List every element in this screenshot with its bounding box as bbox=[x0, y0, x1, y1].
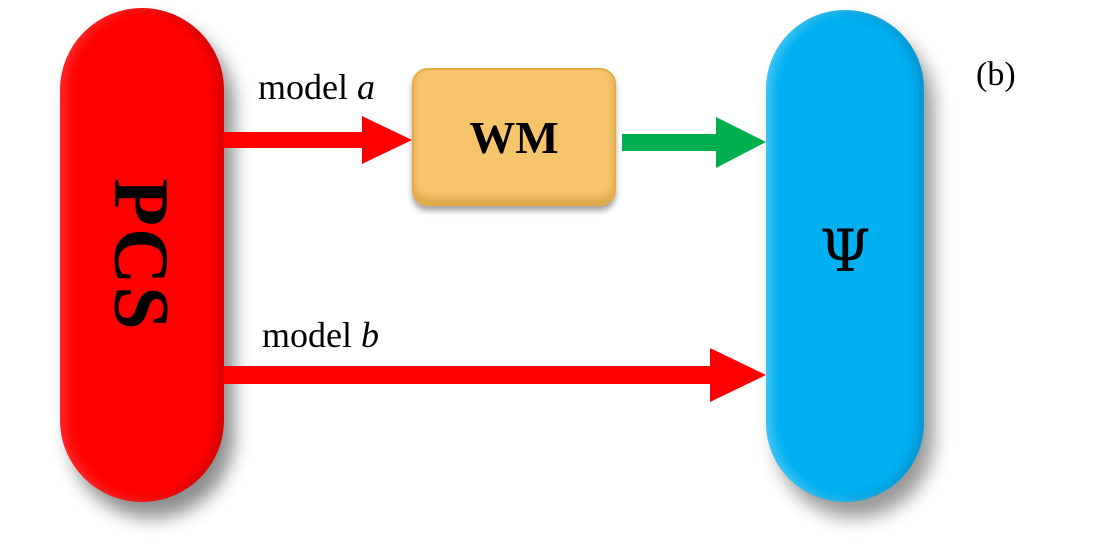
psi-node: Ψ bbox=[766, 10, 924, 502]
model-a-variable: a bbox=[356, 67, 375, 107]
model-a-arrow bbox=[224, 116, 412, 164]
wm-label: WM bbox=[469, 111, 559, 163]
wm-to-psi-arrow bbox=[622, 117, 766, 168]
wm-node: WM bbox=[412, 68, 616, 206]
model-a-prefix: model bbox=[258, 67, 348, 107]
model-b-variable: b bbox=[360, 315, 379, 355]
panel-tag: (b) bbox=[976, 56, 1016, 93]
model-b-label: model b bbox=[262, 314, 379, 356]
model-a-label: model a bbox=[258, 66, 375, 108]
model-b-arrow bbox=[224, 348, 766, 402]
pcs-node: PCS bbox=[60, 8, 224, 502]
model-b-prefix: model bbox=[262, 315, 352, 355]
psi-label: Ψ bbox=[819, 217, 871, 285]
